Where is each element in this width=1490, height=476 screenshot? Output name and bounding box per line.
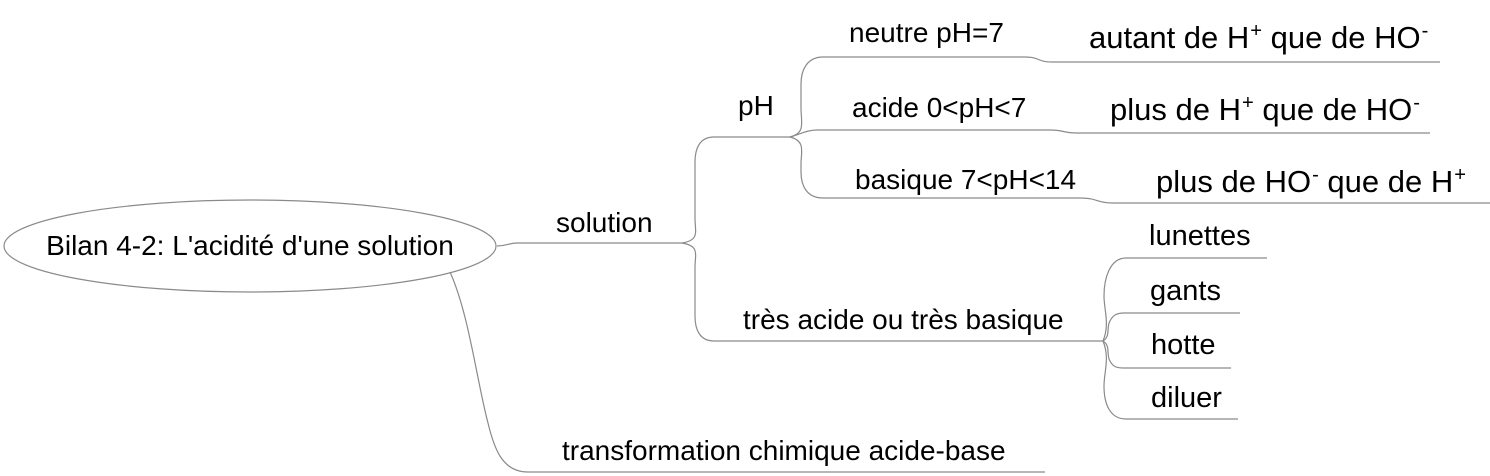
superscript-plus: +	[1250, 19, 1263, 42]
superscript-minus: -	[1413, 91, 1420, 114]
node-diluer[interactable]: diluer	[1151, 382, 1222, 414]
node-text-part: que de H	[1318, 164, 1454, 199]
node-ph[interactable]: pH	[738, 90, 774, 121]
edge-ph-to-basique-and-plus-ho	[789, 136, 1490, 204]
node-basique[interactable]: basique 7<pH<14	[855, 164, 1077, 195]
node-lunettes[interactable]: lunettes	[1149, 220, 1251, 252]
node-plus-de-ho-que-de-h[interactable]: plus de HO- que de H+	[1156, 163, 1466, 199]
edge-tres-acide-to-hotte	[1102, 340, 1231, 369]
node-text-part: plus de H	[1110, 92, 1241, 127]
superscript-plus: +	[1241, 91, 1254, 114]
edge-solution-to-ph	[681, 136, 790, 244]
edge-root-to-transformation	[449, 271, 1045, 473]
superscript-plus: +	[1454, 163, 1466, 186]
root-node-label: Bilan 4-2: L'acidité d'une solution	[46, 230, 454, 261]
node-plus-de-h-que-de-ho[interactable]: plus de H+ que de HO-	[1110, 91, 1420, 127]
edge-tres-acide-to-diluer	[1102, 340, 1238, 420]
node-text-part: que de HO	[1262, 20, 1421, 55]
superscript-minus: -	[1312, 163, 1319, 186]
edge-root-to-solution	[496, 242, 682, 247]
superscript-minus: -	[1421, 19, 1429, 42]
edge-solution-to-tres-acide	[681, 242, 1103, 342]
node-text-part: que de HO	[1253, 92, 1413, 127]
edge-ph-to-neutre-and-autant	[789, 56, 1440, 138]
node-autant-de-h-que-de-ho[interactable]: autant de H+ que de HO-	[1089, 19, 1429, 55]
edge-tres-acide-to-lunettes	[1102, 257, 1267, 342]
edge-ph-to-acide-and-plus-h	[789, 129, 1430, 138]
node-solution[interactable]: solution	[556, 207, 653, 238]
node-gants[interactable]: gants	[1150, 275, 1221, 307]
node-text-part: plus de HO	[1156, 164, 1312, 199]
node-transformation-chimique[interactable]: transformation chimique acide-base	[562, 435, 1006, 466]
root-node-ellipse	[3, 199, 497, 293]
edge-tres-acide-to-gants	[1102, 312, 1240, 342]
root-node[interactable]: Bilan 4-2: L'acidité d'une solution	[3, 201, 497, 291]
node-tres-acide-ou-tres-basique[interactable]: très acide ou très basique	[743, 304, 1064, 335]
node-acide[interactable]: acide 0<pH<7	[852, 92, 1027, 123]
node-hotte[interactable]: hotte	[1151, 329, 1216, 361]
node-text-part: autant de H	[1089, 20, 1250, 55]
node-neutre[interactable]: neutre pH=7	[849, 17, 1004, 48]
